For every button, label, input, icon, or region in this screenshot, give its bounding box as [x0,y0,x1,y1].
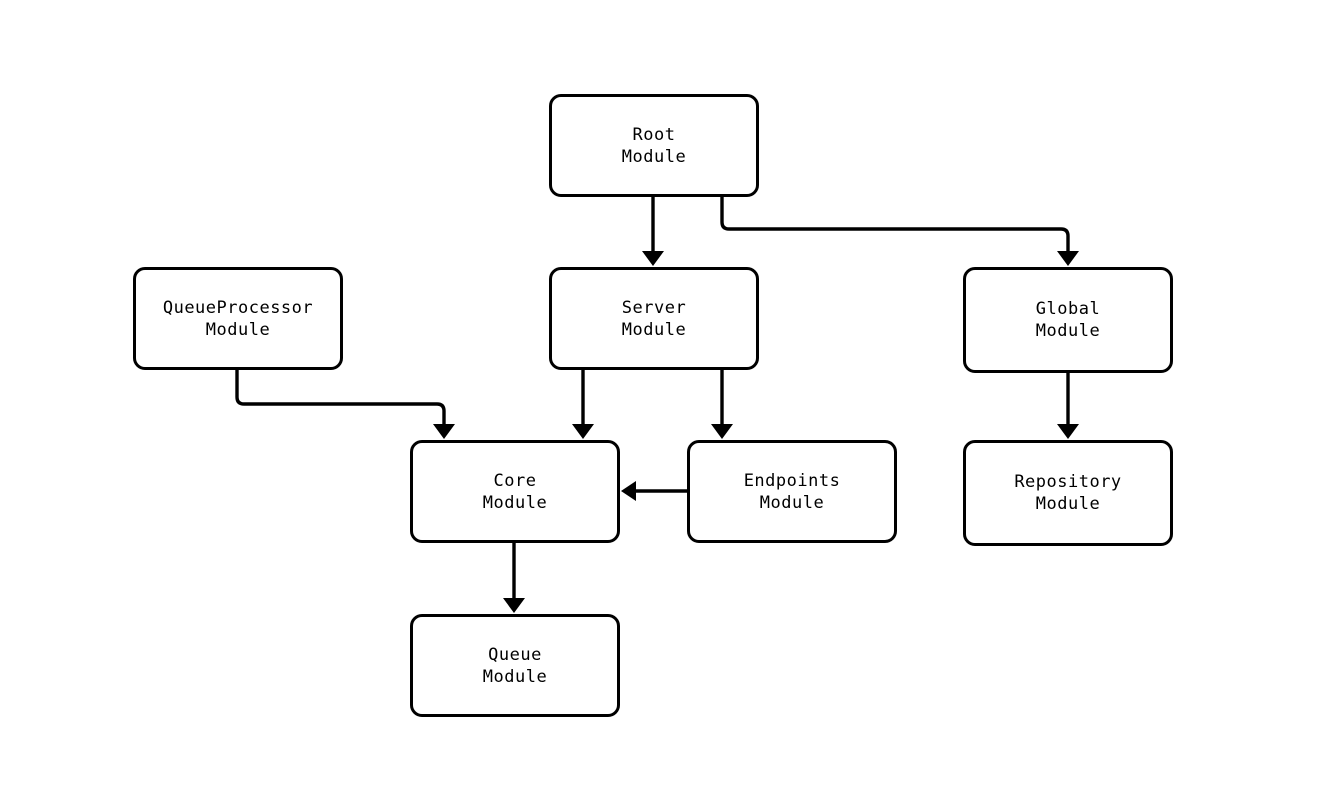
node-label-queue: Queue Module [482,644,548,687]
node-root[interactable]: Root Module [549,94,759,197]
node-repository[interactable]: Repository Module [963,440,1173,546]
node-server[interactable]: Server Module [549,267,759,370]
node-core[interactable]: Core Module [410,440,620,543]
arrowhead-global-to-repository [1057,424,1079,439]
node-endpoints[interactable]: Endpoints Module [687,440,897,543]
node-label-queueprocessor: QueueProcessor Module [162,297,314,340]
node-label-core: Core Module [482,470,548,513]
node-queue[interactable]: Queue Module [410,614,620,717]
node-label-global: Global Module [1035,299,1101,341]
node-queueprocessor[interactable]: QueueProcessor Module [133,267,343,370]
arrowhead-root-to-global [1057,251,1079,266]
edge-root-to-global [720,197,1070,258]
node-label-root: Root Module [621,124,687,167]
node-label-endpoints: Endpoints Module [743,470,841,513]
arrowhead-root-to-server [642,251,664,266]
arrowhead-server-to-endpoints [711,424,733,439]
node-global[interactable]: Global Module [963,267,1173,373]
arrowhead-endpoints-to-core [621,481,636,501]
edge-queueprocessor-to-core [235,370,446,431]
arrowhead-server-to-core [572,424,594,439]
arrowhead-core-to-queue [503,598,525,613]
node-label-repository: Repository Module [1014,472,1122,514]
node-label-server: Server Module [621,297,687,340]
arrowhead-queueprocessor-to-core [433,424,455,439]
